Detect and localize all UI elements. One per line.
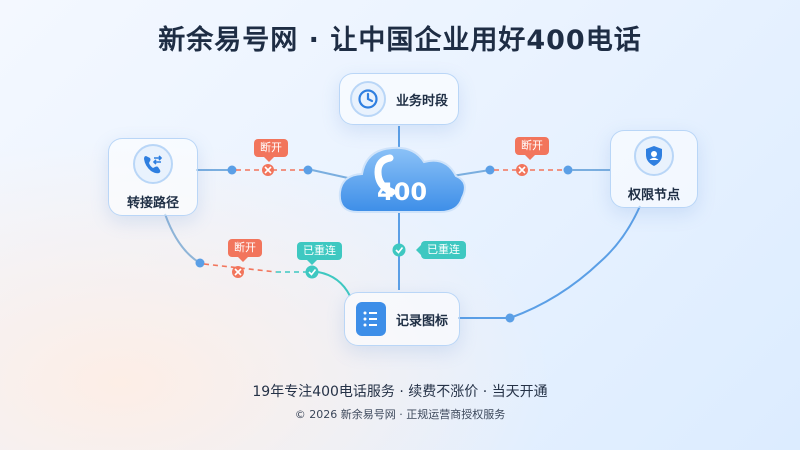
transfer-path-label: 转接路径 <box>126 195 179 211</box>
status-badge-disconnected: 断开 <box>254 139 288 162</box>
status-badge-disconnected: 断开 <box>515 137 549 160</box>
status-badge-reconnected: 已重连 <box>416 241 466 259</box>
business-hours-label: 业务时段 <box>395 93 448 109</box>
tagline: 19年专注400电话服务 · 续费不涨价 · 当天开通 <box>252 384 548 400</box>
link-node-dot <box>485 165 495 175</box>
clock-icon <box>349 81 386 117</box>
reconnect-check-icon <box>392 243 406 257</box>
copyright: © 2026 新余易号网 · 正规运营商授权服务 <box>294 408 506 421</box>
link-transfer-path-solid <box>311 169 349 179</box>
disconnect-x-icon <box>264 166 272 174</box>
disconnect-x-icon <box>518 166 526 174</box>
business-hours-node[interactable]: 业务时段 <box>339 73 459 125</box>
disconnect-x-icon <box>234 268 242 276</box>
permission-node-label: 权限节点 <box>627 187 680 203</box>
link-transfer-to-record-restored <box>317 271 351 297</box>
shield-user-icon <box>634 135 674 176</box>
reconnect-check-icon <box>305 265 319 279</box>
link-node-dot <box>195 258 205 268</box>
reconnect-check-icon <box>395 247 404 254</box>
link-node-dot <box>505 313 515 323</box>
phone-transfer-icon <box>133 143 173 184</box>
record-icon-node[interactable]: 记录图标 <box>344 292 460 346</box>
link-node-dot <box>227 165 237 175</box>
link-node-dot <box>563 165 573 175</box>
record-icon-label: 记录图标 <box>395 313 448 329</box>
reconnect-check-icon <box>308 269 317 276</box>
link-transfer-to-record <box>164 213 201 264</box>
permission-node[interactable]: 权限节点 <box>610 130 698 208</box>
page-title: 新余易号网 · 让中国企业用好400电话 <box>158 25 642 56</box>
document-list-icon <box>355 302 386 336</box>
link-permission-to-record <box>509 205 641 319</box>
status-badge-reconnected: 已重连 <box>297 242 342 265</box>
link-node-dot <box>303 165 313 175</box>
link-permission-node-solid <box>451 169 491 177</box>
status-badge-disconnected: 断开 <box>228 239 262 262</box>
transfer-path-node[interactable]: 转接路径 <box>108 138 198 216</box>
cloud-icon <box>338 146 466 213</box>
cloud-number: 400 <box>376 178 428 206</box>
